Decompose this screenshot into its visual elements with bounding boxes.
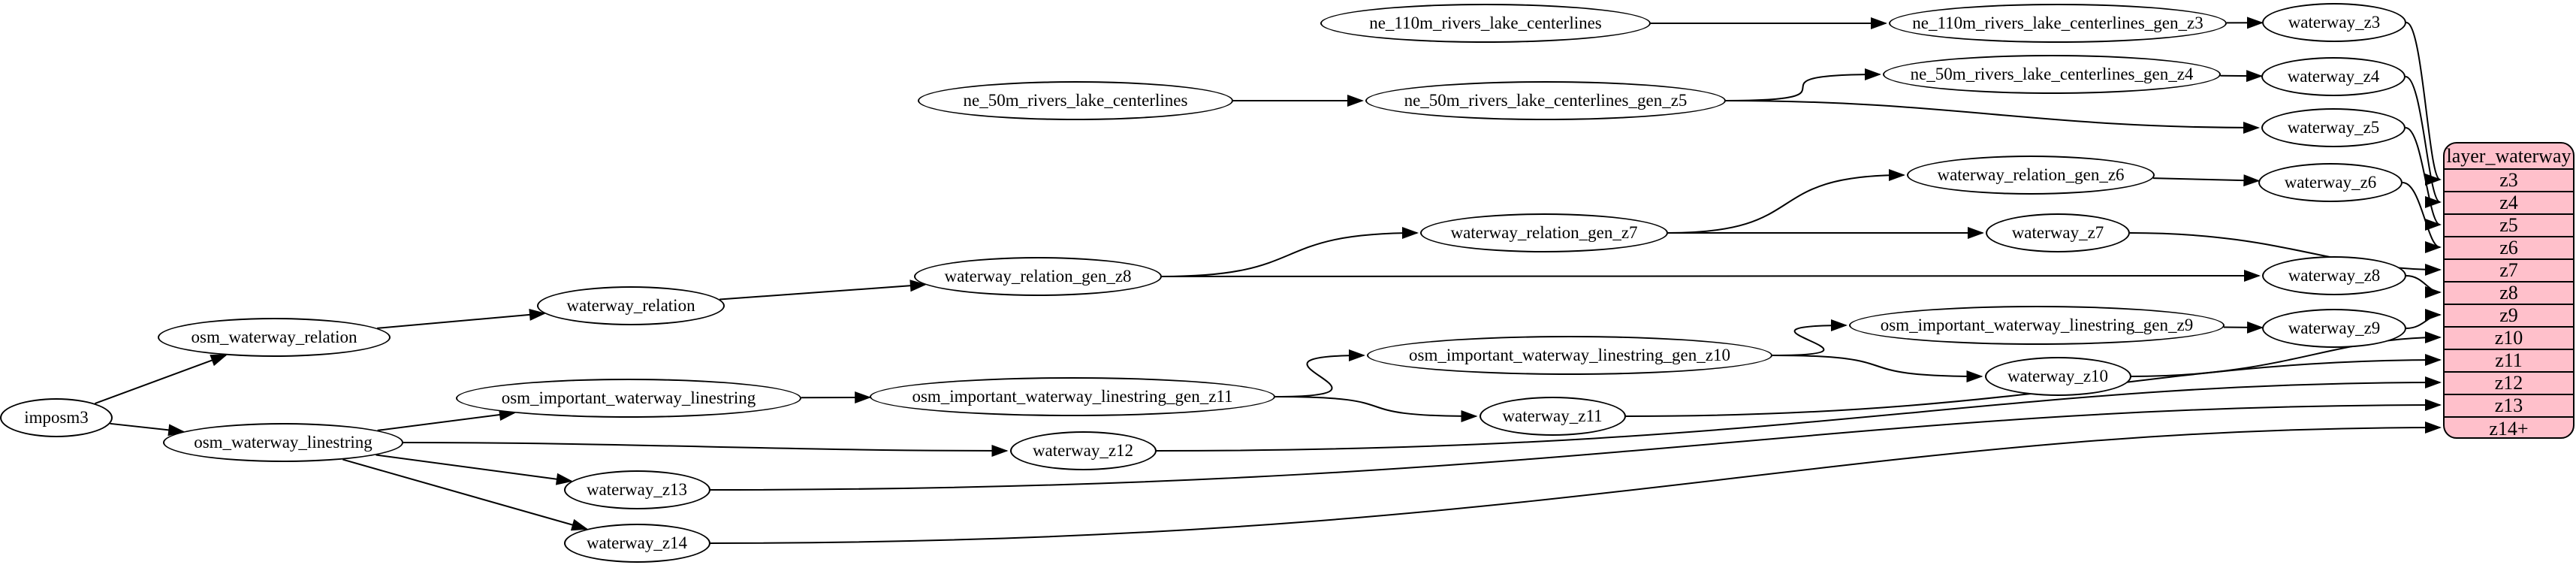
- edge-waterway_z9-to-layer-z9: [2406, 309, 2442, 329]
- edge-imposm3-to-osm_waterway_linestring: [110, 422, 186, 437]
- node-waterway_z14: waterway_z14: [563, 524, 710, 563]
- node-waterway_z4: waterway_z4: [2261, 57, 2406, 96]
- edge-waterway_z6-to-layer-z6: [2402, 182, 2442, 253]
- node-osm_waterway_relation: osm_waterway_relation: [158, 318, 391, 357]
- node-waterway_z12: waterway_z12: [1009, 431, 1157, 470]
- edge-osm_important_waterway_linestring_gen_z11-to-waterway_z11: [1274, 396, 1478, 422]
- edge-waterway_z13-to-layer-z13: [710, 399, 2442, 491]
- edge-waterway_z14-to-layer-z14+: [710, 421, 2442, 544]
- layer-row-z5: z5: [2445, 214, 2573, 237]
- node-waterway_z10: waterway_z10: [1984, 357, 2131, 396]
- node-ne_50m_rivers_lake_centerlines_gen_z4: ne_50m_rivers_lake_centerlines_gen_z4: [1883, 55, 2221, 94]
- layer-row-z8: z8: [2445, 282, 2573, 305]
- layer-row-z14+: z14+: [2489, 418, 2529, 439]
- edge-waterway_z12-to-layer-z12: [1156, 376, 2442, 452]
- layer-row-z7: z7: [2445, 259, 2573, 282]
- node-ne_50m_rivers_lake_centerlines: ne_50m_rivers_lake_centerlines: [918, 81, 1233, 120]
- edge-waterway_z10-to-layer-z10: [2131, 331, 2442, 377]
- edge-imposm3-to-osm_waterway_relation: [95, 354, 228, 404]
- edge-waterway_relation_gen_z7-to-waterway_relation_gen_z6: [1667, 169, 1905, 234]
- node-ne_50m_rivers_lake_centerlines_gen_z5: ne_50m_rivers_lake_centerlines_gen_z5: [1365, 81, 1726, 120]
- node-waterway_z3: waterway_z3: [2262, 3, 2406, 42]
- edge-osm_important_waterway_linestring_gen_z11-to-osm_important_waterway_linestring_gen_z10: [1274, 349, 1365, 397]
- node-ne_110m_rivers_lake_centerlines_gen_z3: ne_110m_rivers_lake_centerlines_gen_z3: [1889, 4, 2227, 43]
- layer-row-z6: z6: [2445, 237, 2573, 260]
- layer-row-z12: z12: [2445, 372, 2573, 395]
- edge-ne_50m_rivers_lake_centerlines_gen_z5-to-waterway_z5: [1725, 100, 2260, 134]
- edge-waterway_z4-to-layer-z4: [2405, 76, 2442, 208]
- layer-row-z10: z10: [2445, 327, 2573, 350]
- layer-row-z4: z4: [2445, 192, 2573, 215]
- node-osm_important_waterway_linestring_gen_z9: osm_important_waterway_linestring_gen_z9: [1849, 306, 2225, 345]
- node-waterway_z11: waterway_z11: [1479, 397, 1626, 436]
- layer-row-z13: z13: [2445, 394, 2573, 418]
- edge-osm_waterway_relation-to-waterway_relation: [377, 308, 546, 329]
- edge-ne_50m_rivers_lake_centerlines_gen_z5-to-ne_50m_rivers_lake_centerlines_gen_z4: [1725, 68, 1881, 101]
- edge-osm_waterway_linestring-to-osm_important_waterway_linestring: [377, 409, 516, 431]
- node-waterway_z7: waterway_z7: [1986, 213, 2130, 252]
- edge-osm_waterway_linestring-to-waterway_z13: [376, 454, 573, 485]
- node-imposm3: imposm3: [0, 398, 113, 437]
- edge-osm_important_waterway_linestring_gen_z10-to-waterway_z10: [1772, 355, 1983, 382]
- node-osm_waterway_linestring: osm_waterway_linestring: [163, 423, 403, 462]
- layer-row-z11: z11: [2445, 349, 2573, 373]
- layer-row-z3: z3: [2445, 169, 2573, 192]
- edge-waterway_relation-to-waterway_relation_gen_z8: [719, 279, 927, 301]
- node-waterway_z9: waterway_z9: [2262, 309, 2406, 348]
- node-waterway_relation_gen_z6: waterway_relation_gen_z6: [1907, 156, 2155, 195]
- node-waterway_relation_gen_z7: waterway_relation_gen_z7: [1420, 213, 1668, 252]
- edge-waterway_z5-to-layer-z5: [2405, 127, 2442, 231]
- edge-waterway_relation_gen_z6-to-waterway_z6: [2152, 174, 2261, 187]
- edge-osm_important_waterway_linestring_gen_z10-to-osm_important_waterway_linestring_gen_z9: [1772, 319, 1848, 356]
- layer-waterway-table-title: layer_waterway: [2445, 144, 2573, 170]
- node-waterway_relation: waterway_relation: [537, 286, 725, 325]
- edge-osm_waterway_linestring-to-waterway_z12: [403, 442, 1009, 457]
- edge-waterway_relation_gen_z8-to-waterway_relation_gen_z7: [1161, 227, 1419, 277]
- node-waterway_relation_gen_z8: waterway_relation_gen_z8: [914, 257, 1162, 296]
- node-waterway_z8: waterway_z8: [2262, 256, 2406, 295]
- node-ne_110m_rivers_lake_centerlines: ne_110m_rivers_lake_centerlines: [1320, 4, 1651, 43]
- edge-osm_waterway_linestring-to-waterway_z14: [342, 458, 589, 531]
- node-osm_important_waterway_linestring_gen_z11: osm_important_waterway_linestring_gen_z1…: [870, 377, 1275, 416]
- edge-waterway_z8-to-layer-z8: [2406, 275, 2442, 298]
- edge-waterway_z3-to-layer-z3: [2406, 22, 2442, 186]
- node-waterway_z5: waterway_z5: [2261, 108, 2406, 147]
- layer-row-z9: z9: [2445, 304, 2573, 328]
- node-osm_important_waterway_linestring_gen_z10: osm_important_waterway_linestring_gen_z1…: [1367, 336, 1772, 375]
- node-waterway_z6: waterway_z6: [2258, 163, 2403, 202]
- node-waterway_z13: waterway_z13: [563, 470, 710, 509]
- node-osm_important_waterway_linestring: osm_important_waterway_linestring: [456, 379, 801, 418]
